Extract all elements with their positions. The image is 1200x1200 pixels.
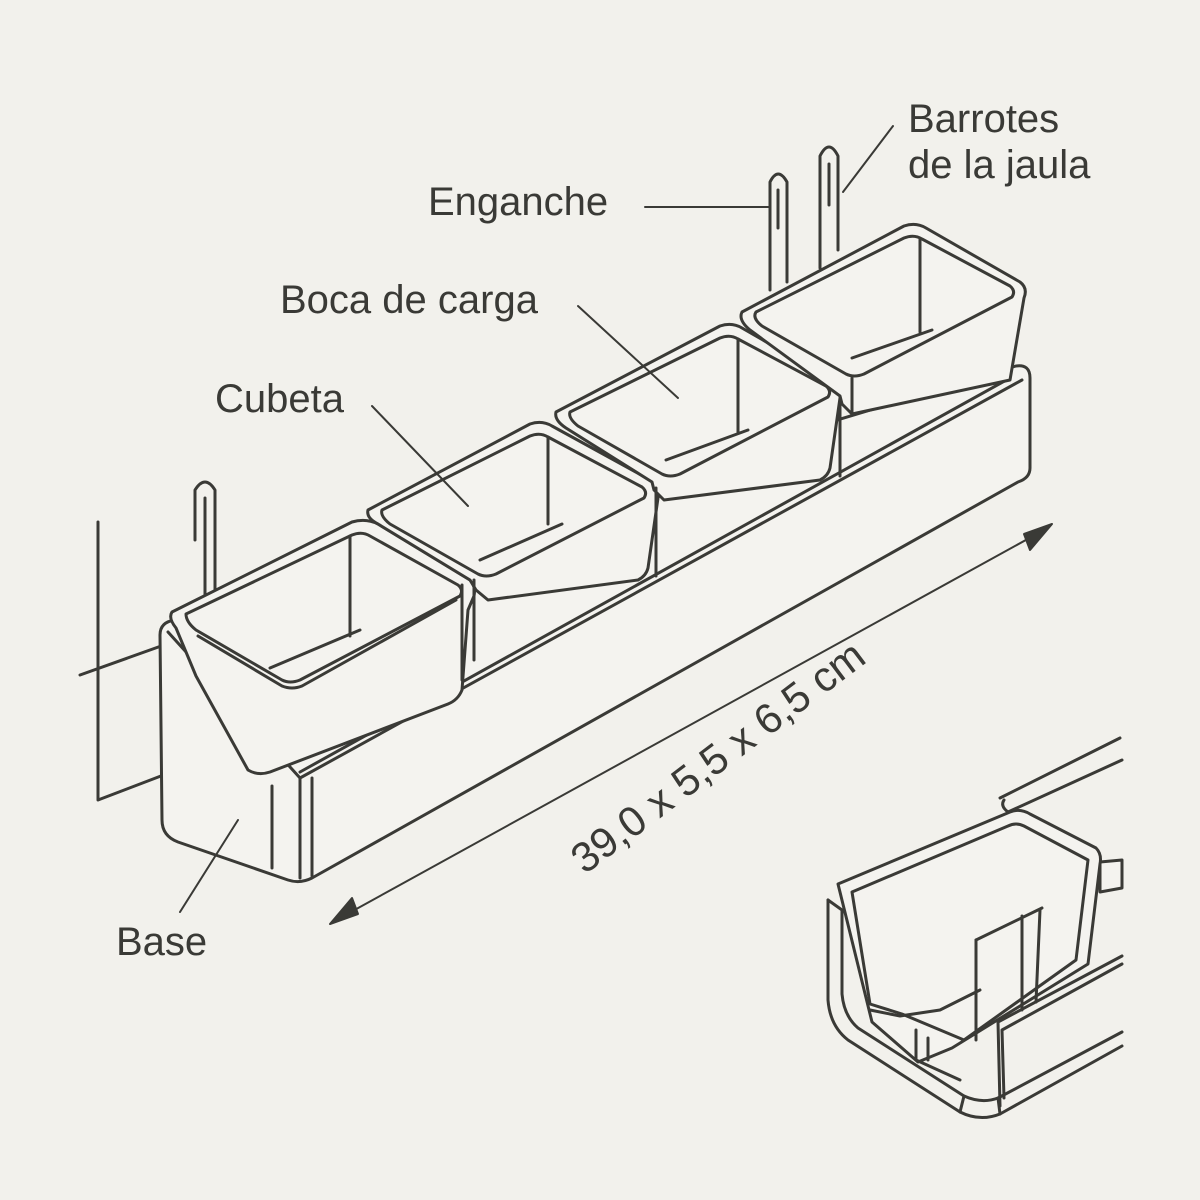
- leader-boca: [577, 305, 679, 399]
- label-barrotes-line1: Barrotes: [908, 97, 1060, 141]
- label-barrotes-line2: de la jaula: [908, 143, 1091, 187]
- leader-base: [179, 819, 239, 913]
- leader-lines: [179, 125, 894, 913]
- cross-section-detail: [826, 736, 1124, 1119]
- cubeta-2: [366, 420, 661, 682]
- dimension-line: [329, 523, 1053, 925]
- label-barrotes-de-la-jaula: Barrotes de la jaula: [908, 96, 1090, 188]
- leader-barrotes: [842, 125, 894, 193]
- cubeta-3: [554, 322, 843, 578]
- label-boca-de-carga: Boca de carga: [280, 278, 538, 322]
- cubeta-4: [739, 222, 1027, 478]
- hooks-right: [768, 145, 840, 292]
- leader-cubeta: [371, 405, 469, 507]
- label-enganche: Enganche: [428, 180, 609, 224]
- label-base: Base: [116, 920, 208, 964]
- label-cubeta: Cubeta: [215, 377, 344, 421]
